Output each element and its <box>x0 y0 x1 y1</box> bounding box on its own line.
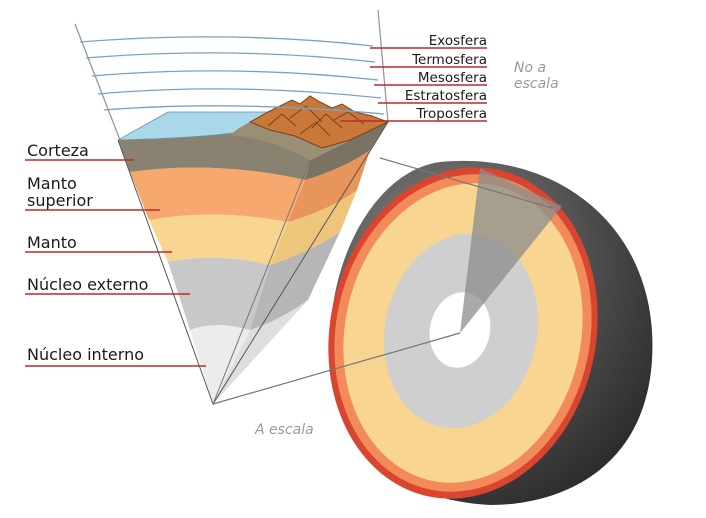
label-inner-core: Núcleo interno <box>27 345 144 364</box>
connector-lines <box>212 157 553 405</box>
note-not-to-scale-line2: escala <box>514 76 559 92</box>
wedge-mountains <box>248 95 390 149</box>
note-not-to-scale-line1: No a <box>514 60 546 76</box>
label-mantle: Manto <box>27 233 77 252</box>
arc-stratosphere <box>97 88 382 99</box>
wedge-outer-core-front <box>168 257 270 330</box>
earth-cutaway-sphere <box>328 160 653 506</box>
arc-exosphere <box>79 36 374 47</box>
label-stratosphere: Estratosfera <box>405 88 487 104</box>
earth-layers-wedge <box>117 95 390 406</box>
label-troposphere: Troposfera <box>415 106 487 122</box>
atmosphere-labels: Exosfera Termosfera Mesosfera Estratosfe… <box>340 33 487 122</box>
wedge-upper-mantle-front <box>130 167 305 222</box>
label-outer-core: Núcleo externo <box>27 275 148 294</box>
wedge-crust-front <box>118 132 310 180</box>
label-thermosphere: Termosfera <box>411 52 487 68</box>
wedge-crust-side <box>305 122 388 180</box>
wedge-mantle-side <box>270 190 357 265</box>
sphere-wedge-cutout <box>460 168 562 333</box>
wedge-inner-core-front <box>190 325 250 404</box>
label-exosphere: Exosfera <box>429 33 487 49</box>
note-to-scale: A escala <box>254 422 314 438</box>
layer-labels: Corteza Manto superior Manto Núcleo exte… <box>25 141 206 367</box>
wedge-mantle-front <box>149 214 288 265</box>
arc-mesosphere <box>91 70 379 81</box>
arc-troposphere <box>103 105 385 115</box>
wedge-inner-core-side <box>213 300 308 404</box>
wedge-upper-mantle-side <box>288 150 370 222</box>
label-upper-mantle-line2: superior <box>27 191 93 210</box>
label-mesosphere: Mesosfera <box>418 70 487 86</box>
wedge-mountain-ridges <box>267 105 365 137</box>
wedge-outer-core-side <box>250 232 340 330</box>
label-crust: Corteza <box>27 141 89 160</box>
atmosphere-arcs <box>74 9 389 141</box>
arc-thermosphere <box>85 52 376 63</box>
label-upper-mantle-line1: Manto <box>27 174 77 193</box>
